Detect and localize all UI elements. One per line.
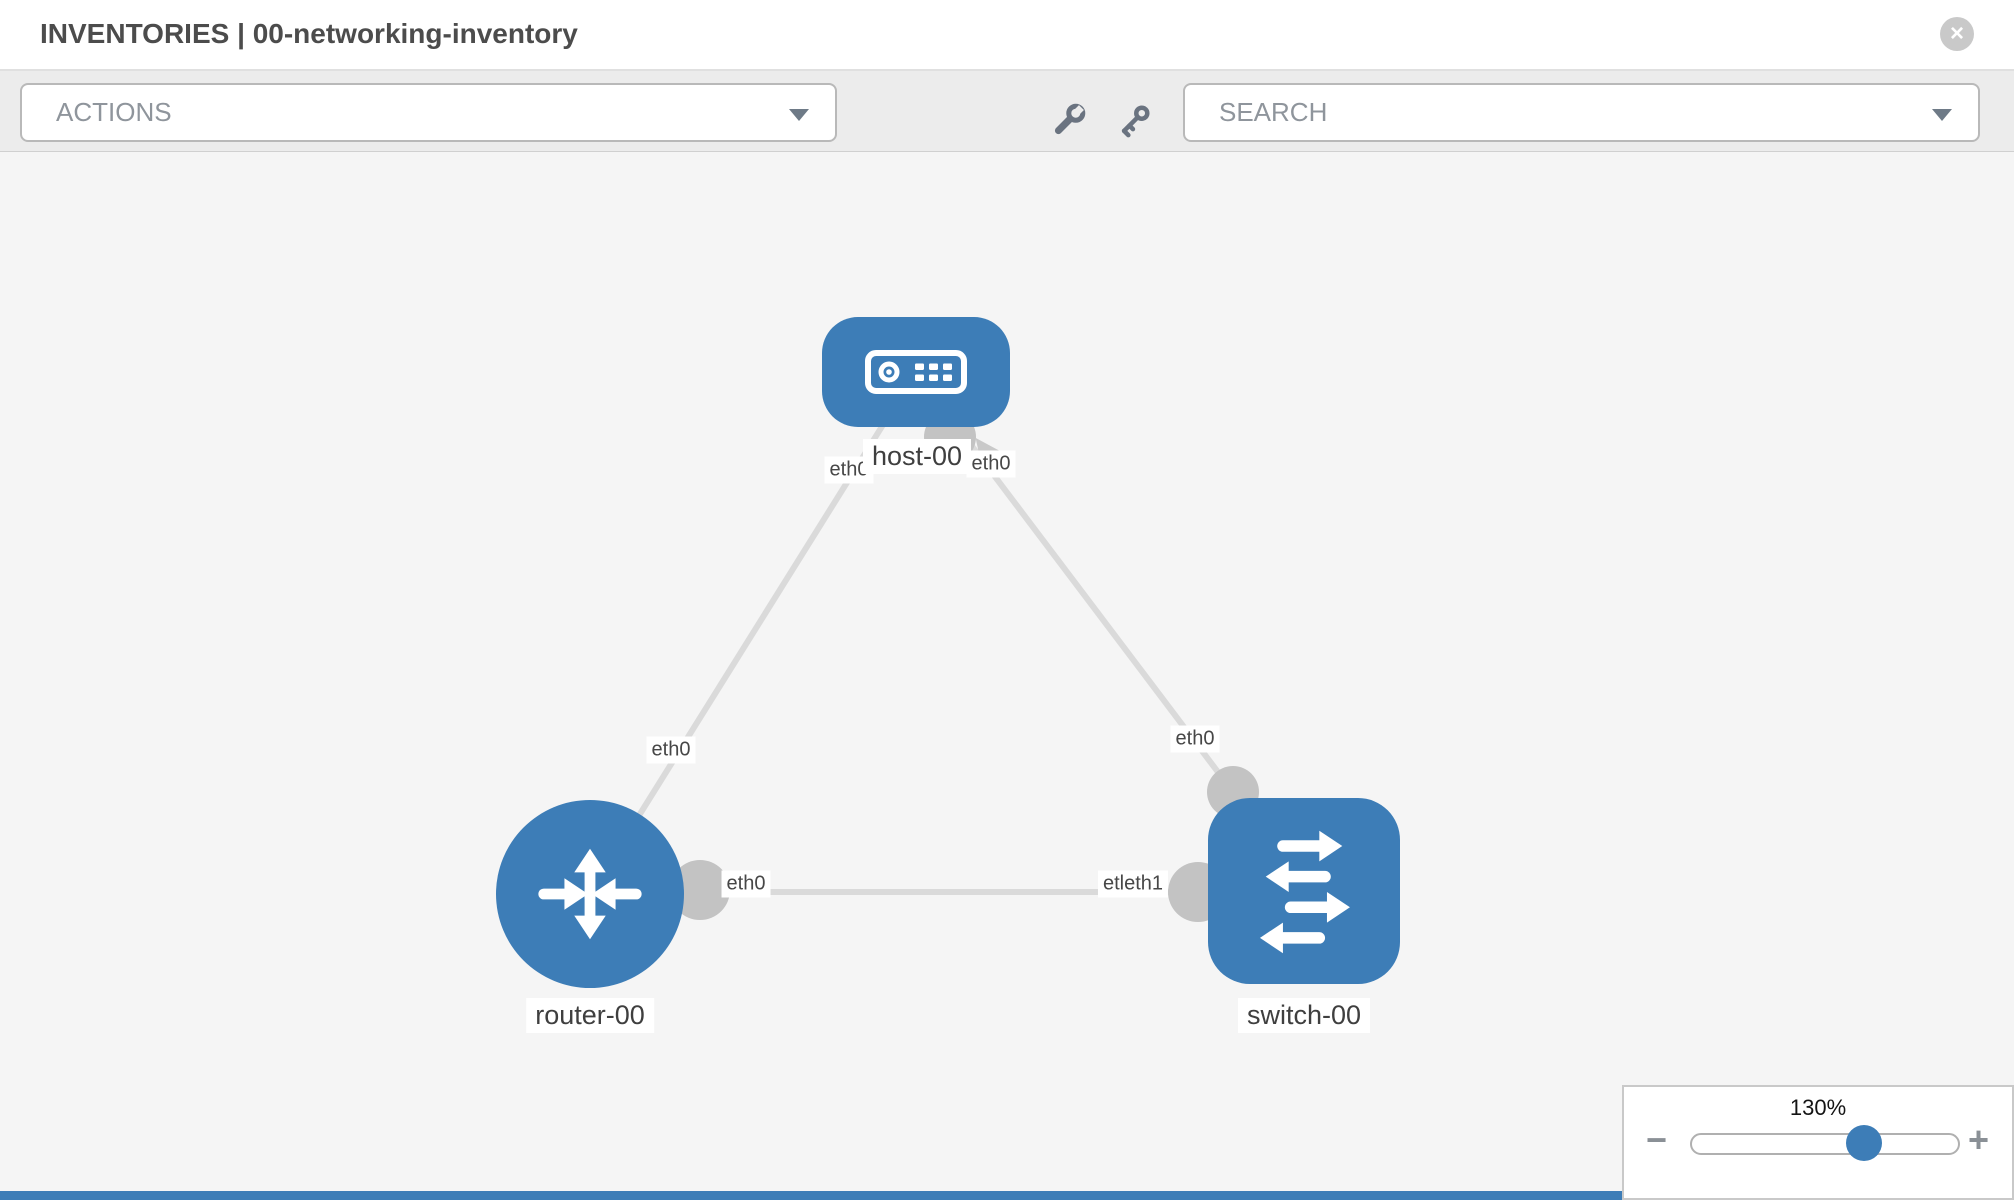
iface-label-router-eth0-right: eth0 <box>721 870 771 898</box>
bottom-accent-bar <box>0 1191 1632 1200</box>
iface-label-switch-eth0-top: eth0 <box>1170 725 1220 753</box>
actions-dropdown[interactable]: ACTIONS <box>20 83 837 142</box>
toolbar: ACTIONS SEARC <box>0 71 2014 152</box>
chevron-down-icon <box>789 109 809 121</box>
zoom-slider-track[interactable] <box>1690 1133 1960 1155</box>
switch-icon <box>1259 830 1350 954</box>
node-label-switch-00: switch-00 <box>1237 998 1371 1033</box>
node-router-00[interactable] <box>496 800 684 988</box>
zoom-in-button[interactable]: + <box>1968 1120 1989 1160</box>
node-switch-00[interactable] <box>1208 798 1400 984</box>
wrench-icon <box>1054 103 1086 135</box>
credentials-button[interactable] <box>1110 97 1158 145</box>
topology-links-layer <box>587 370 1259 922</box>
router-icon <box>538 848 642 940</box>
plus-icon: + <box>1968 1119 1990 1160</box>
configure-button[interactable] <box>1044 97 1092 145</box>
close-button[interactable]: × <box>1940 17 1974 51</box>
close-icon: × <box>1949 20 1964 47</box>
page-title: INVENTORIES | 00-networking-inventory <box>40 18 578 49</box>
zoom-control-panel: 130% − + <box>1622 1085 2014 1200</box>
zoom-out-button[interactable]: − <box>1646 1120 1667 1160</box>
node-host-00[interactable] <box>822 317 1010 427</box>
key-icon <box>1121 105 1150 138</box>
host-icon <box>865 350 967 394</box>
iface-label-router-eth0-top: eth0 <box>646 736 696 764</box>
interface-connector-router <box>670 860 730 920</box>
node-label-host-00: host-00 <box>862 439 972 474</box>
topology-canvas[interactable]: eth0 eth0 eth0 eth0 eth0 etleth1 host-00… <box>0 152 2014 1200</box>
header: INVENTORIES | 00-networking-inventory × <box>0 0 2014 71</box>
search-dropdown[interactable]: SEARCH <box>1183 83 1980 142</box>
iface-label-switch-eth1-left: etleth1 <box>1097 870 1169 898</box>
zoom-level-value: 130% <box>1789 1095 1847 1120</box>
node-label-router-00: router-00 <box>526 998 654 1033</box>
minus-icon: − <box>1646 1119 1668 1160</box>
zoom-slider-thumb[interactable] <box>1846 1125 1882 1161</box>
actions-dropdown-label: ACTIONS <box>56 97 172 127</box>
chevron-down-icon <box>1932 109 1952 121</box>
iface-label-host-eth0-right: eth0 <box>966 450 1016 478</box>
search-dropdown-label: SEARCH <box>1219 97 1328 127</box>
